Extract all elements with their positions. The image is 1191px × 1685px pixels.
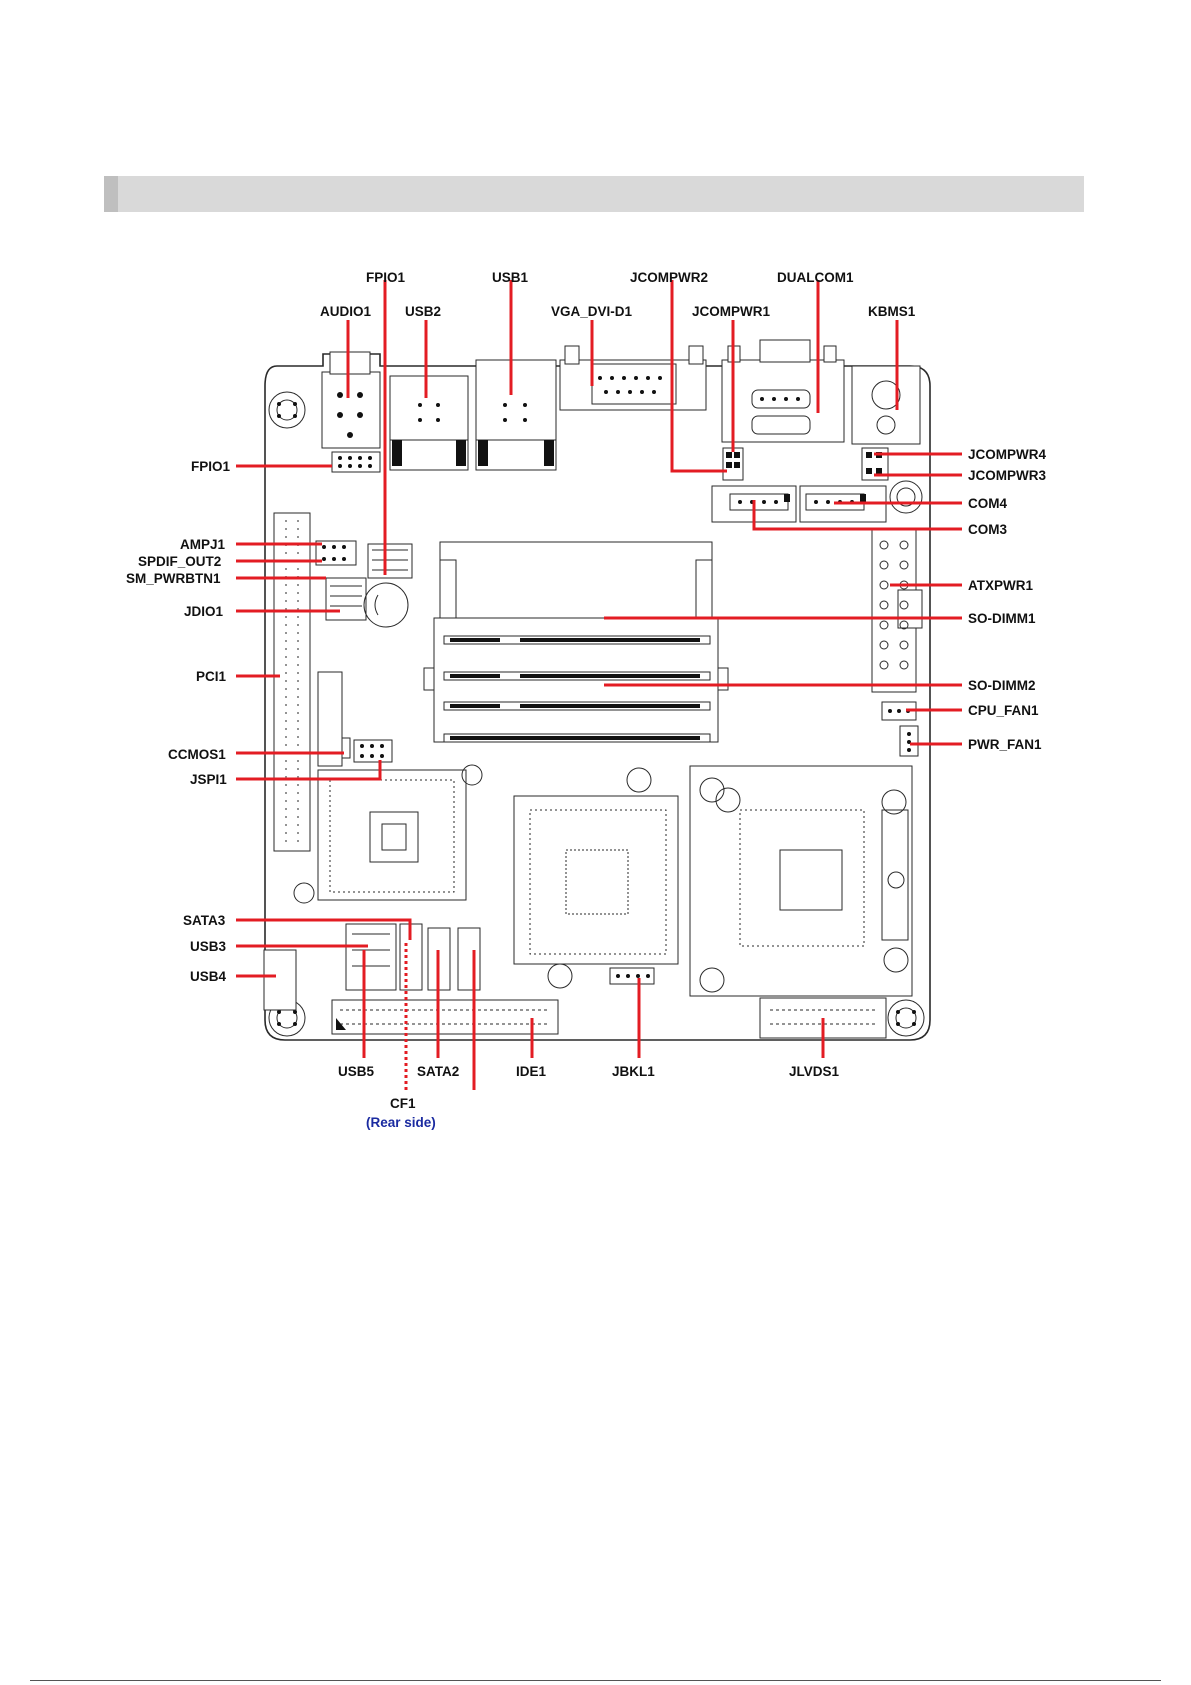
label-fpio1-top: FPIO1 — [366, 270, 406, 285]
jbkl1-header — [610, 968, 654, 984]
label-so-dimm1: SO-DIMM1 — [968, 611, 1036, 626]
label-ccmos1: CCMOS1 — [168, 747, 226, 762]
jcompwr1-jumper — [723, 448, 743, 480]
usb1-connector — [476, 360, 556, 470]
label-pwr-fan1: PWR_FAN1 — [968, 737, 1042, 752]
label-spdif-out2: SPDIF_OUT2 — [138, 554, 221, 569]
label-ide1: IDE1 — [516, 1064, 547, 1079]
label-com3: COM3 — [968, 522, 1007, 537]
pwr-fan1-header — [900, 726, 918, 756]
label-rear-side: (Rear side) — [366, 1115, 436, 1130]
label-usb3: USB3 — [190, 939, 227, 954]
label-audio1: AUDIO1 — [320, 304, 371, 319]
usb2-connector — [390, 376, 468, 470]
label-jspi1: JSPI1 — [190, 772, 227, 787]
pci1-slot — [274, 513, 310, 851]
label-ampj1: AMPJ1 — [180, 537, 226, 552]
label-dualcom1: DUALCOM1 — [777, 270, 854, 285]
label-jlvds1: JLVDS1 — [789, 1064, 840, 1079]
label-jcompwr4: JCOMPWR4 — [968, 447, 1046, 462]
label-sata2: SATA2 — [417, 1064, 459, 1079]
label-usb4: USB4 — [190, 969, 227, 984]
label-atxpwr1: ATXPWR1 — [968, 578, 1033, 593]
label-so-dimm2: SO-DIMM2 — [968, 678, 1036, 693]
ide1-connector — [332, 1000, 558, 1034]
label-jcompwr1: JCOMPWR1 — [692, 304, 770, 319]
label-cpu-fan1: CPU_FAN1 — [968, 703, 1039, 718]
label-jdio1: JDIO1 — [184, 604, 224, 619]
label-usb5: USB5 — [338, 1064, 375, 1079]
label-sm-pwrbtn1: SM_PWRBTN1 — [126, 571, 221, 586]
label-fpio1-left: FPIO1 — [191, 459, 231, 474]
label-usb1: USB1 — [492, 270, 529, 285]
vga-dvi-connector — [560, 346, 706, 410]
label-jcompwr3: JCOMPWR3 — [968, 468, 1046, 483]
fpio1-header — [332, 452, 380, 472]
label-kbms1: KBMS1 — [868, 304, 916, 319]
label-vga-dvi-d1: VGA_DVI-D1 — [551, 304, 633, 319]
sata-connectors — [400, 924, 480, 990]
label-pci1: PCI1 — [196, 669, 227, 684]
atxpwr1-connector — [872, 530, 922, 692]
kbms1-connector — [852, 366, 920, 444]
dualcom1-connector — [722, 340, 844, 442]
label-jbkl1: JBKL1 — [612, 1064, 655, 1079]
label-jcompwr2: JCOMPWR2 — [630, 270, 708, 285]
footer-rule — [30, 1680, 1161, 1681]
label-cf1: CF1 — [390, 1096, 416, 1111]
label-sata3: SATA3 — [183, 913, 226, 928]
label-com4: COM4 — [968, 496, 1007, 511]
label-usb2: USB2 — [405, 304, 441, 319]
